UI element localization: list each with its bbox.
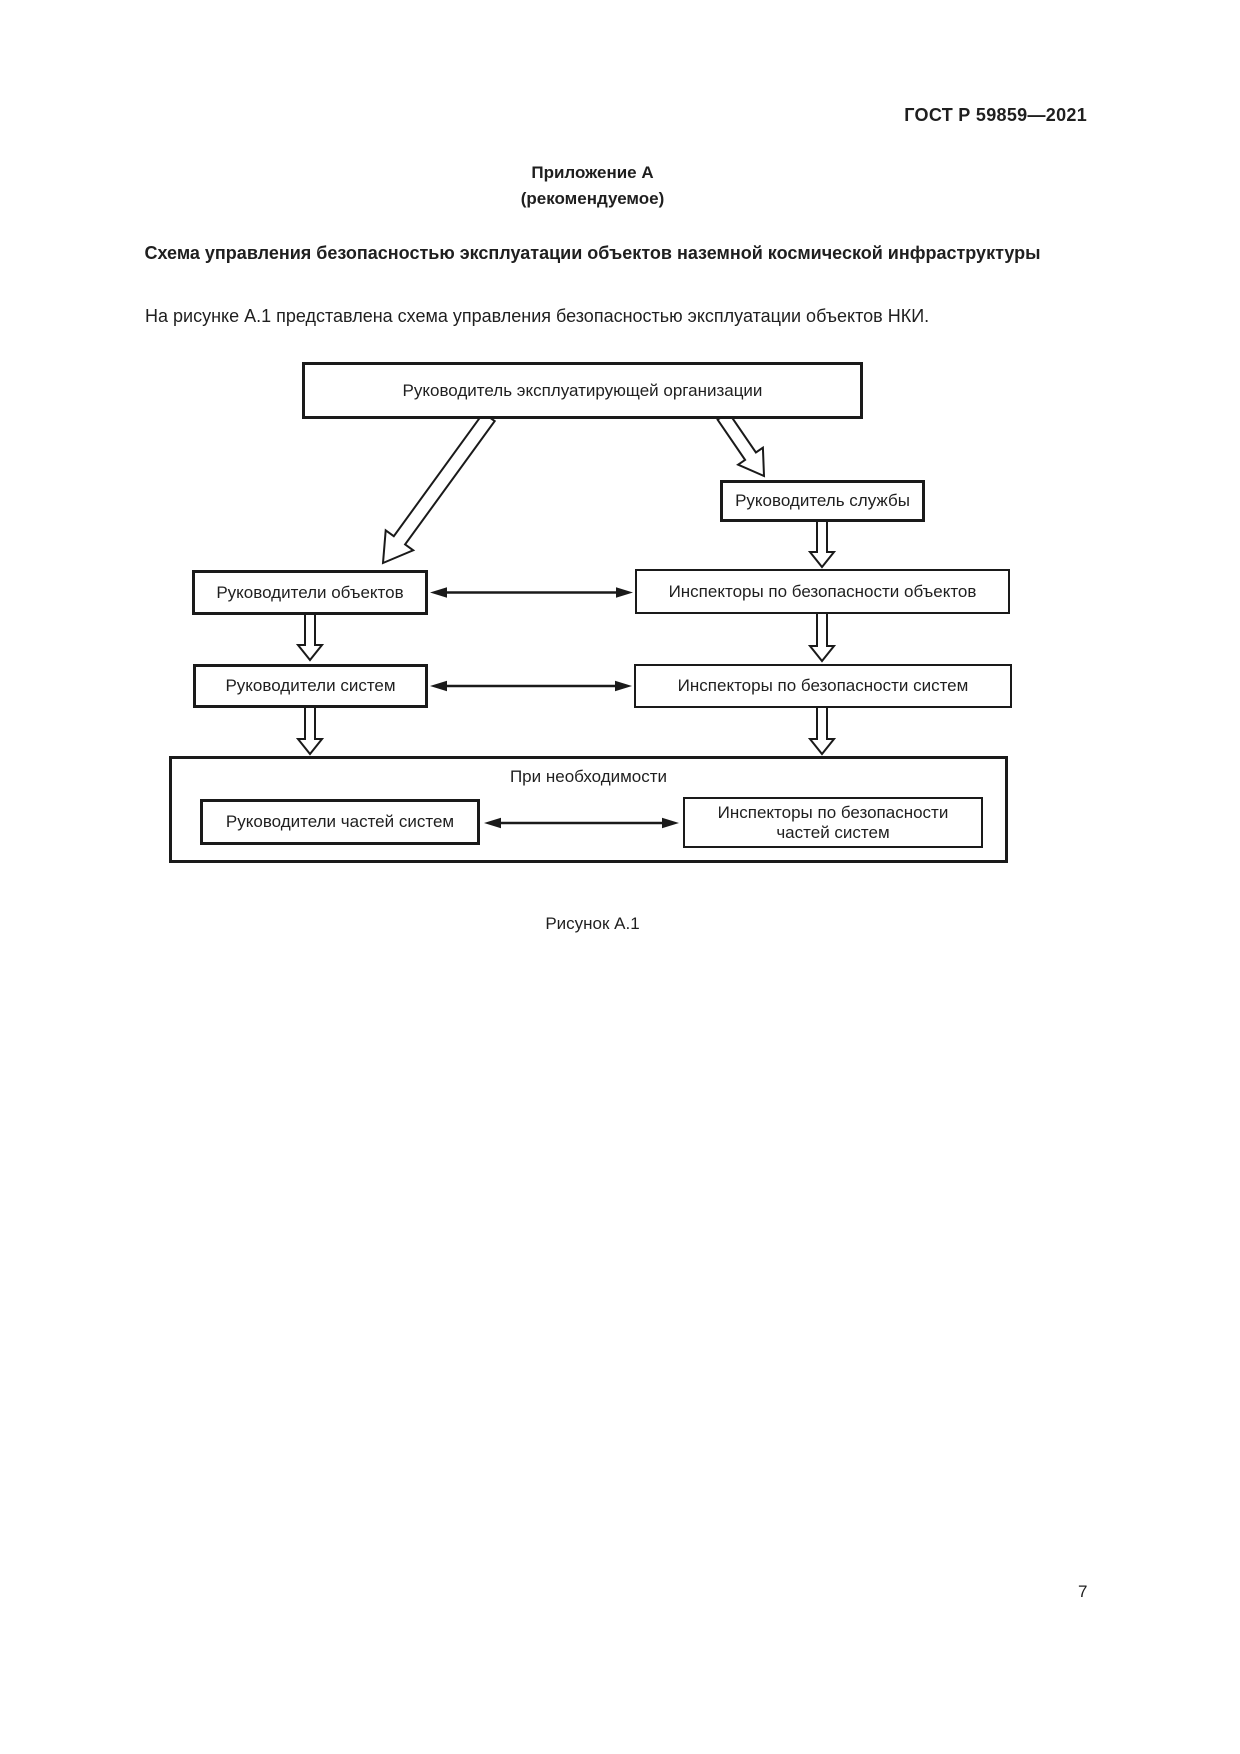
node-label: Руководитель эксплуатирующей организации (402, 380, 763, 400)
arrow-object-managers-to-system-managers (295, 611, 325, 662)
arrow-service-head-to-object-inspectors (807, 518, 837, 569)
appendix-label: Приложение А (531, 163, 654, 182)
arrow-org-to-object-managers (381, 411, 497, 565)
link-part-managers-part-inspectors (484, 817, 679, 829)
node-object-inspectors: Инспекторы по безопасности объектов (635, 569, 1010, 614)
node-part-inspectors: Инспекторы по безопасности частей систем (683, 797, 983, 848)
node-label: Инспекторы по безопасности частей систем (717, 802, 949, 842)
node-service-head: Руководитель службы (720, 480, 925, 522)
node-system-managers: Руководители систем (193, 664, 428, 708)
link-object-managers-object-inspectors (430, 587, 633, 598)
node-label: Руководители систем (225, 676, 396, 695)
appendix-title-text: Схема управления безопасностью эксплуата… (144, 243, 1041, 263)
appendix-kind: (рекомендуемое) (520, 189, 665, 208)
node-label: Руководители частей систем (225, 812, 455, 831)
node-head-of-organization: Руководитель эксплуатирующей организации (302, 362, 863, 419)
node-object-managers: Руководители объектов (192, 570, 428, 615)
node-label: Руководитель службы (735, 491, 910, 510)
node-if-necessary-group (169, 756, 1008, 863)
node-system-inspectors: Инспекторы по безопасности систем (634, 664, 1012, 708)
appendix-title: Схема управления безопасностью эксплуата… (115, 240, 1070, 267)
arrow-object-inspectors-to-system-inspectors (807, 610, 837, 663)
node-label: Руководители объектов (216, 582, 404, 602)
node-part-managers: Руководители частей систем (200, 799, 480, 845)
intro-paragraph: На рисунке А.1 представлена схема управл… (145, 306, 930, 326)
node-label: Инспекторы по безопасности объектов (668, 581, 977, 601)
figure-caption: Рисунок А.1 (545, 914, 640, 933)
arrow-org-to-service-head (716, 410, 766, 478)
arrow-system-inspectors-to-group (807, 704, 837, 756)
group-label: При необходимости (509, 767, 668, 786)
page-number: 7 (1078, 1582, 1088, 1601)
doc-code: ГОСТ Р 59859—2021 (904, 105, 1087, 125)
arrow-system-managers-to-group (295, 704, 325, 756)
link-system-managers-system-inspectors (430, 680, 632, 692)
node-label: Инспекторы по безопасности систем (677, 676, 969, 695)
